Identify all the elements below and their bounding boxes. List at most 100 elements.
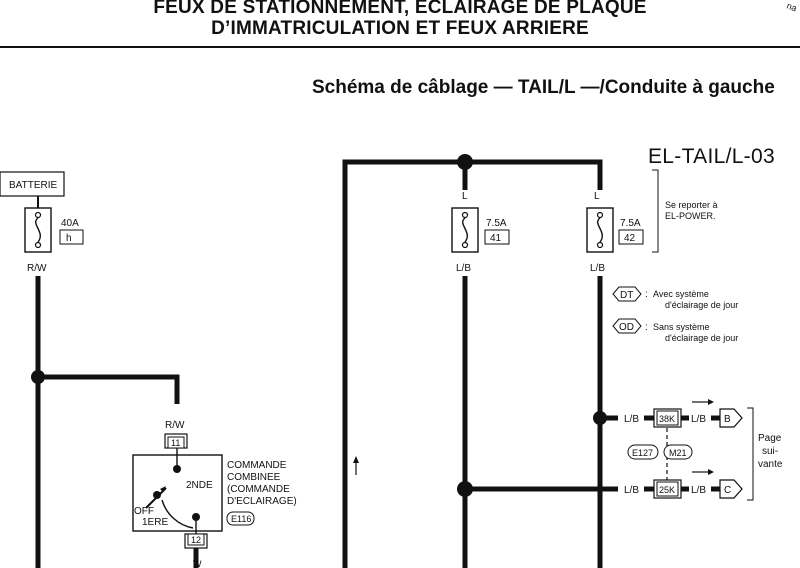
legend-tag-dt-shape	[612, 286, 642, 302]
fuse-main-id-box	[59, 229, 84, 245]
page-code: EL-TAIL/L-03	[648, 145, 775, 168]
fuse42-term-top	[596, 211, 604, 219]
legend-colon-dt: :	[645, 289, 648, 300]
row2-wire-right: L/B	[691, 485, 706, 496]
fuse41-rating: 7.5A	[486, 218, 507, 229]
fuse42-rating: 7.5A	[620, 218, 641, 229]
fuse-41: 7.5A 41	[451, 207, 510, 253]
conn-25k: 25K	[659, 485, 675, 495]
fuse41-id: 41	[490, 233, 502, 244]
switch-label-line1: COMMANDE	[227, 460, 287, 471]
ref-b-flag	[719, 408, 743, 428]
connector-row-25k: L/B 25K L/B C	[600, 469, 743, 499]
switch-contact-top	[173, 465, 181, 473]
battery-rect	[0, 171, 65, 197]
fuse-main-term-top	[34, 211, 42, 219]
wire-to-switch	[38, 374, 180, 404]
switch-label-line3: (COMMANDE	[227, 484, 290, 495]
switch-pin-top: 11	[171, 438, 180, 448]
page-header: FEUX DE STATIONNEMENT, ECLAIRAGE DE PLAQ…	[0, 0, 800, 39]
combination-switch: 11 2NDE OFF 1ERE 12 W	[132, 433, 223, 568]
fuse41-id-box	[484, 229, 510, 245]
legend-dt-line1: Avec système	[653, 289, 709, 299]
fuse42-wire-out: L/B	[590, 263, 605, 274]
fuse42-term-bottom	[596, 241, 604, 249]
switch-lever-head	[160, 486, 166, 492]
header-rule	[0, 46, 800, 48]
legend-tag-od-shape	[612, 318, 642, 334]
next-page-line1: Page	[758, 433, 782, 444]
row1-wire-right: L/B	[691, 414, 706, 425]
header-title-line1: FEUX DE STATIONNEMENT, ECLAIRAGE DE PLAQ…	[153, 0, 647, 18]
row1-wire-left: L/B	[624, 414, 639, 425]
power-note-bracket	[652, 169, 659, 253]
legend: DT : Avec système d'éclairage de jour OD…	[612, 286, 738, 343]
fuse42-element	[597, 217, 603, 243]
conn-38k-inner	[656, 410, 679, 426]
conn-25k-inner	[656, 481, 679, 497]
switch-pos-1ere: 1ERE	[142, 517, 168, 528]
conn-38k: 38K	[659, 414, 675, 424]
switch-connector-badge	[226, 511, 255, 526]
ref-c-flag	[719, 479, 743, 499]
switch-pos-2nde: 2NDE	[186, 480, 213, 491]
switch-pin-bottom: 12	[191, 535, 201, 545]
switch-connector: E116	[231, 514, 251, 524]
conn-e127-badge	[627, 444, 659, 460]
conn-m21-badge	[663, 444, 693, 460]
fuse-main-element	[35, 217, 41, 243]
switch-pin-bottom-inner	[187, 533, 205, 546]
row2-wire-left: L/B	[624, 485, 639, 496]
battery-box: BATTERIE	[0, 171, 65, 197]
diagram-subtitle: Schéma de câblage — TAIL/L —/Conduite à …	[312, 77, 775, 98]
header-title-line2: D’IMMATRICULATION ET FEUX ARRIERE	[211, 18, 589, 39]
bus-arrow-head	[353, 456, 359, 463]
switch-pin-top-inner	[167, 436, 185, 449]
fuse42-wire-in: L	[594, 191, 600, 202]
fuse42-id: 42	[624, 233, 636, 244]
power-note-line2: EL-POWER.	[665, 211, 716, 221]
switch-wire-out: W	[193, 559, 202, 568]
legend-tag-od: OD	[619, 322, 634, 333]
switch-contact-bottom	[192, 513, 200, 521]
switch-label-line4: D'ECLAIRAGE)	[227, 496, 297, 507]
switch-pos-off: OFF	[134, 506, 154, 517]
connector-row-38k: L/B 38K L/B B	[593, 399, 743, 428]
legend-colon-od: :	[645, 322, 648, 333]
legend-dt-line2: d'éclairage de jour	[665, 300, 738, 310]
conn-e127: E127	[632, 448, 653, 458]
switch-contact-left	[153, 491, 161, 499]
fuse41-term-bottom	[461, 241, 469, 249]
ref-c: C	[724, 485, 731, 496]
fuse41-term-top	[461, 211, 469, 219]
next-page-line2: sui-	[762, 446, 778, 457]
legend-od-line2: d'éclairage de jour	[665, 333, 738, 343]
fuse-main-id: h	[66, 233, 72, 244]
fuse-42: 7.5A 42	[586, 207, 644, 253]
fuse41-wire-in: L	[462, 191, 468, 202]
next-page-line3: vante	[758, 459, 783, 470]
wire-label-rw-main: R/W	[27, 263, 47, 274]
ref-b: B	[724, 414, 731, 425]
legend-od-line1: Sans système	[653, 322, 710, 332]
corner-mark: na	[785, 0, 798, 13]
fuse41-element	[462, 217, 468, 243]
fuse-main-rating: 40A	[61, 218, 79, 229]
fuse-main-term-bottom	[34, 241, 42, 249]
fuse41-wire-out: L/B	[456, 263, 471, 274]
switch-wire-in: R/W	[165, 420, 185, 431]
switch-label: COMMANDE COMBINEE (COMMANDE D'ECLAIRAGE)…	[226, 460, 297, 526]
row2-arrow-head	[708, 469, 714, 475]
switch-arc	[161, 499, 194, 529]
next-page-bracket	[747, 407, 754, 501]
battery-label: BATTERIE	[9, 180, 57, 191]
row1-arrow-head	[708, 399, 714, 405]
legend-tag-dt: DT	[620, 290, 633, 301]
power-note-line1: Se reporter à	[665, 200, 718, 210]
conn-m21: M21	[669, 448, 687, 458]
switch-label-line2: COMBINEE	[227, 472, 281, 483]
corner-mark-text: na	[785, 0, 798, 13]
fuse42-id-box	[618, 229, 644, 245]
